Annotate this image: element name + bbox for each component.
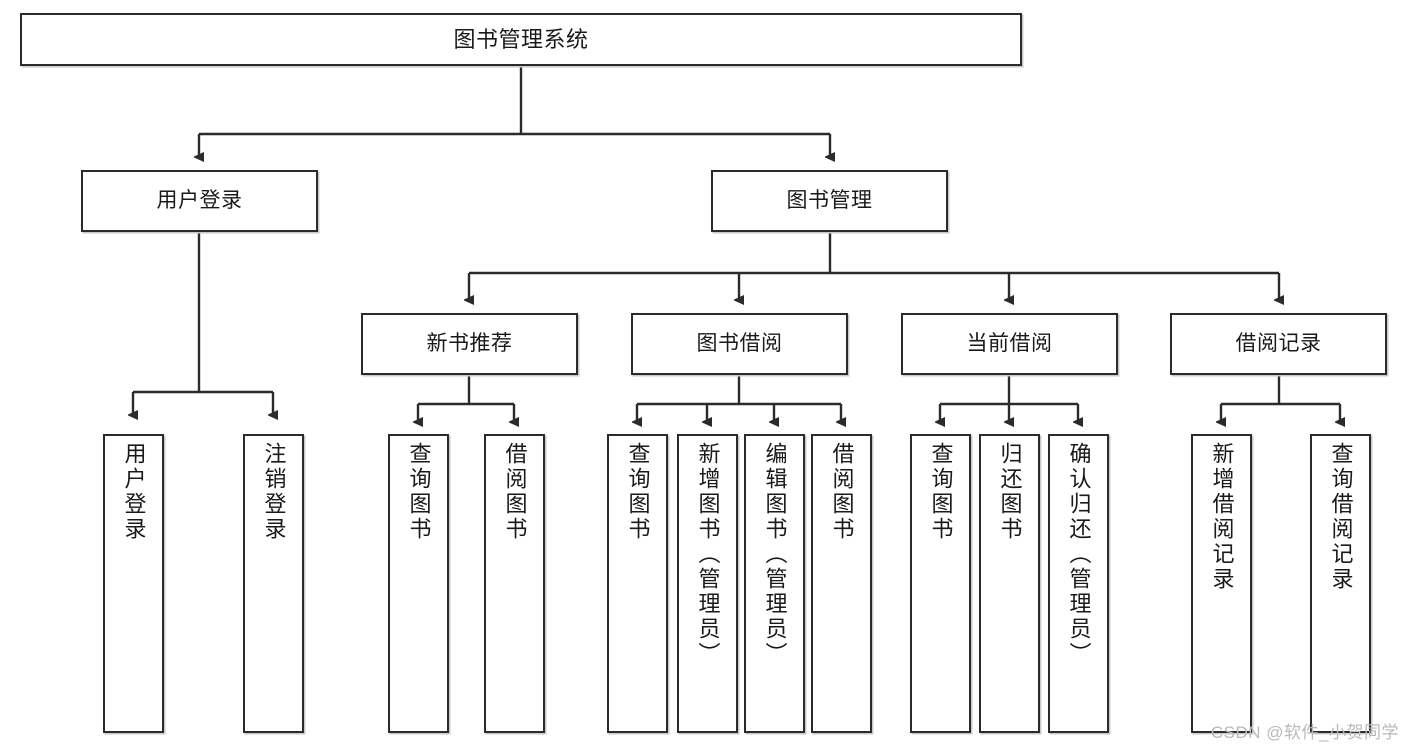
node-label: 编辑图书（管理员） <box>762 442 788 667</box>
node-current-borrow[interactable]: 当前借阅 <box>901 313 1118 375</box>
leaf-book-borrow-query-book[interactable]: 查询图书 <box>607 434 668 733</box>
node-book-management[interactable]: 图书管理 <box>711 170 948 232</box>
leaf-book-borrow-edit-book-admin[interactable]: 编辑图书（管理员） <box>744 434 805 733</box>
leaf-new-book-borrow-book[interactable]: 借阅图书 <box>484 434 545 733</box>
node-label: 归还图书 <box>997 442 1023 542</box>
node-label: 新增借阅记录 <box>1209 442 1235 592</box>
node-label: 借阅记录 <box>1235 331 1322 355</box>
node-label: 确认归还（管理员） <box>1066 442 1092 667</box>
node-label: 图书借阅 <box>696 331 783 355</box>
leaf-borrow-record-add-record[interactable]: 新增借阅记录 <box>1191 434 1252 733</box>
node-label: 用户登录 <box>121 442 147 542</box>
node-label: 图书管理系统 <box>453 26 589 52</box>
node-label: 查询图书 <box>625 442 651 542</box>
node-label: 查询图书 <box>406 442 432 542</box>
leaf-book-borrow-borrow-book[interactable]: 借阅图书 <box>811 434 872 733</box>
node-borrow-record[interactable]: 借阅记录 <box>1170 313 1387 375</box>
node-label: 新书推荐 <box>426 331 513 355</box>
node-label: 借阅图书 <box>829 442 855 542</box>
node-new-book-recommend[interactable]: 新书推荐 <box>361 313 578 375</box>
node-label: 查询图书 <box>928 442 954 542</box>
leaf-current-borrow-confirm-return-admin[interactable]: 确认归还（管理员） <box>1048 434 1109 733</box>
leaf-new-book-query-book[interactable]: 查询图书 <box>388 434 449 733</box>
leaf-user-login-logout[interactable]: 注销登录 <box>243 434 304 733</box>
leaf-user-login-login[interactable]: 用户登录 <box>103 434 164 733</box>
leaf-current-borrow-query-book[interactable]: 查询图书 <box>910 434 971 733</box>
node-label: 用户登录 <box>156 188 243 212</box>
node-label: 借阅图书 <box>502 442 528 542</box>
node-book-borrow[interactable]: 图书借阅 <box>631 313 848 375</box>
node-label: 当前借阅 <box>966 331 1053 355</box>
node-label: 图书管理 <box>786 188 873 212</box>
leaf-current-borrow-return-book[interactable]: 归还图书 <box>979 434 1040 733</box>
node-label: 注销登录 <box>261 442 287 542</box>
node-label: 查询借阅记录 <box>1328 442 1354 592</box>
leaf-borrow-record-query-record[interactable]: 查询借阅记录 <box>1310 434 1371 733</box>
node-user-login[interactable]: 用户登录 <box>81 170 318 232</box>
node-label: 新增图书（管理员） <box>695 442 721 667</box>
node-root-book-management-system[interactable]: 图书管理系统 <box>20 13 1022 66</box>
watermark: CSDN @软件_小贺同学 <box>1210 723 1399 742</box>
leaf-book-borrow-add-book-admin[interactable]: 新增图书（管理员） <box>677 434 738 733</box>
